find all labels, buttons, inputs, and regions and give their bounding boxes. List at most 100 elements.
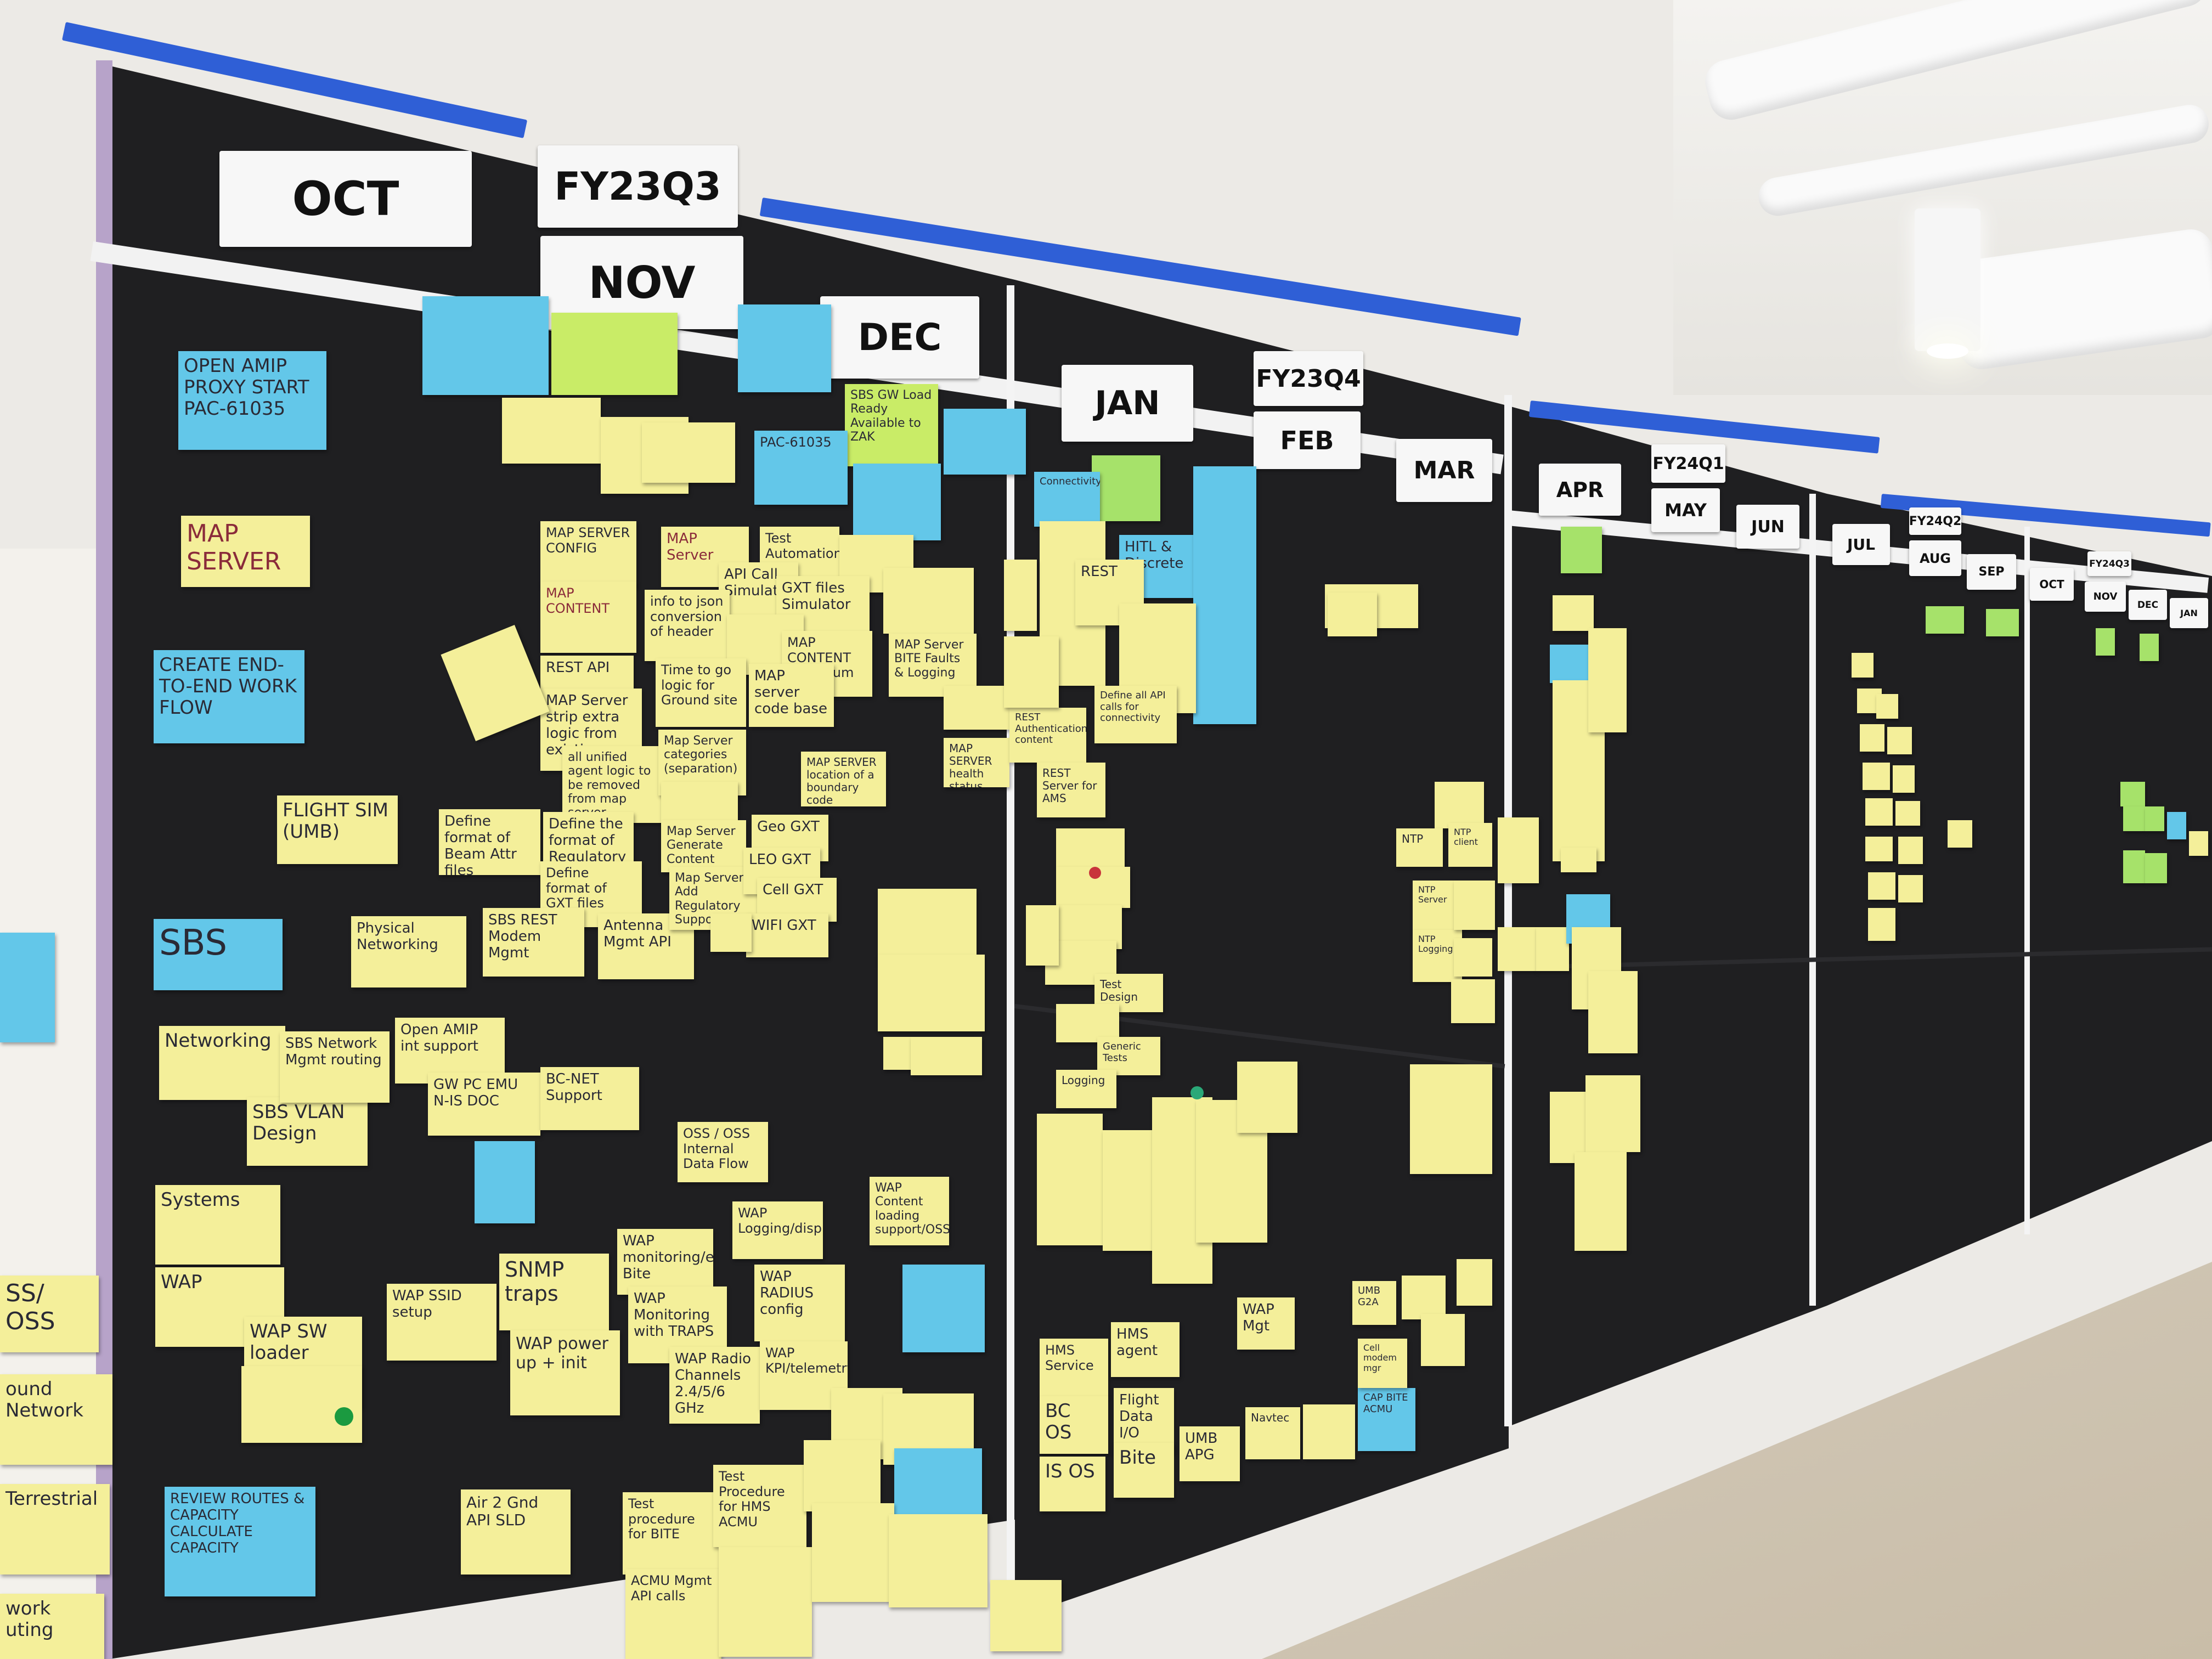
note-map-server-gen: Map Server Generate Content xyxy=(661,820,746,872)
note-ntp: NTP xyxy=(1396,828,1443,867)
note-sticky xyxy=(1553,595,1594,631)
note-cell-modem: Cell modem mgr xyxy=(1358,1339,1407,1388)
quarter-label-fy24q3: FY24Q3 xyxy=(2087,551,2131,576)
note-sticky xyxy=(1237,1062,1297,1133)
note-sticky xyxy=(1402,1276,1446,1319)
note-map-server-logic: all unified agent logic to be removed fr… xyxy=(562,746,664,823)
note-wap-ssid: WAP SSID setup xyxy=(387,1284,496,1361)
quarter-divider xyxy=(1504,395,1512,1426)
note-wap-mgt: WAP Mgt xyxy=(1237,1297,1295,1350)
note-map-content: MAP CONTENT xyxy=(540,582,636,653)
row-open-amip: OPEN AMIP PROXY START PAC-61035 xyxy=(178,351,326,450)
note-sticky xyxy=(1948,820,1972,848)
row-work-routing: work uting xyxy=(0,1594,104,1659)
note-sticky xyxy=(241,1366,362,1443)
note-wap-kpi: WAP KPI/telemetry xyxy=(760,1341,848,1410)
row-wap: WAP xyxy=(155,1267,284,1347)
note-sticky xyxy=(894,1448,982,1520)
note-sbs-network: SBS Network Mgmt routing xyxy=(280,1031,390,1103)
note-sticky xyxy=(804,1440,881,1511)
note-sbs-gw: SBS GW Load Ready Available to ZAK xyxy=(845,384,938,466)
quarter-label-fy23q4: FY23Q4 xyxy=(1254,351,1363,406)
note-sticky xyxy=(422,296,549,395)
note-sticky xyxy=(878,889,977,966)
note-sticky xyxy=(1004,560,1037,631)
row-oss: SS/ OSS xyxy=(0,1276,99,1352)
note-sticky xyxy=(2123,806,2145,831)
month-label-jul: JUL xyxy=(1832,524,1890,565)
note-map-server-health: MAP SERVER health status xyxy=(944,738,1009,787)
note-sticky xyxy=(1026,905,1059,966)
green-dot-marker xyxy=(335,1407,353,1426)
note-sticky xyxy=(878,955,985,1031)
note-umb-g2a: UMB G2A xyxy=(1352,1281,1396,1325)
note-sticky xyxy=(1536,927,1569,971)
row-terrestrial: Terrestrial xyxy=(0,1484,110,1575)
note-sticky xyxy=(661,782,738,820)
note-hms-agent: HMS agent xyxy=(1111,1322,1180,1377)
note-bc-net: BC-NET Support xyxy=(540,1067,639,1130)
note-logging: Logging xyxy=(1056,1070,1116,1108)
month-label-jan: JAN xyxy=(1062,365,1193,442)
note-sticky xyxy=(2145,853,2167,883)
note-sticky xyxy=(1893,765,1915,793)
month-label-jun: JUN xyxy=(1736,505,1799,549)
note-snmp: SNMP traps xyxy=(499,1254,609,1330)
month-label-dec: DEC xyxy=(820,296,979,379)
ceiling-lamp xyxy=(1915,208,1980,359)
note-sticky xyxy=(944,686,1009,730)
month-label-aug: AUG xyxy=(1909,540,1961,576)
note-sticky xyxy=(2120,782,2145,806)
quarter-label-fy24q2: FY24Q2 xyxy=(1909,507,1961,535)
row-networking: Networking xyxy=(159,1026,285,1100)
note-oss-internal: OSS / OSS Internal Data Flow xyxy=(678,1122,768,1182)
quarter-divider xyxy=(1007,285,1014,1591)
note-air-gnd: Air 2 Gnd API SLD xyxy=(461,1489,571,1575)
green-dot-marker xyxy=(1190,1086,1204,1099)
note-sticky xyxy=(642,422,735,483)
note-acmu-mgmt: ACMU Mgmt API calls xyxy=(625,1569,721,1659)
note-sticky xyxy=(1037,1114,1103,1245)
note-cap-bite: CAP BITE ACMU xyxy=(1358,1388,1415,1451)
note-time-to-go: Time to go logic for Ground site xyxy=(656,658,746,727)
month-label-apr: APR xyxy=(1539,464,1621,516)
note-sticky xyxy=(1498,817,1539,883)
month-label-oct-2: OCT xyxy=(2030,568,2074,601)
note-sticky xyxy=(1575,1152,1627,1251)
row-sbs-vlan: SBS VLAN Design xyxy=(247,1097,368,1166)
month-label-nov-2: NOV xyxy=(2085,582,2126,612)
note-sticky xyxy=(1868,908,1895,941)
note-sticky xyxy=(2096,628,2115,656)
note-sticky xyxy=(1860,724,1884,752)
note-physical-networking: Physical Networking xyxy=(351,916,466,988)
note-sticky xyxy=(812,1503,894,1602)
note-sticky xyxy=(1454,938,1492,977)
quarter-label-fy23q3: FY23Q3 xyxy=(538,145,738,228)
note-hms-service: HMS Service xyxy=(1040,1339,1108,1396)
note-ntp-client: NTP client xyxy=(1448,823,1492,867)
note-sticky xyxy=(551,313,678,395)
quarter-divider xyxy=(1809,494,1816,1306)
note-map-server-code: MAP server code base xyxy=(749,664,834,727)
month-label-feb: FEB xyxy=(1254,411,1361,469)
note-sticky xyxy=(1868,872,1895,900)
note-rest-auth: REST Authentication content xyxy=(1009,708,1086,763)
note-sticky xyxy=(883,568,974,634)
note-connectivity: Connectivity xyxy=(1034,472,1100,527)
row-systems: Systems xyxy=(155,1185,280,1265)
note-sticky xyxy=(1852,653,1874,678)
side-paper xyxy=(0,549,110,1659)
note-sticky xyxy=(2145,806,2164,831)
note-generic: Generic Tests xyxy=(1097,1037,1160,1075)
row-ground-network: ound Network xyxy=(0,1374,112,1465)
note-sticky xyxy=(1865,837,1893,861)
note-is-os: IS OS xyxy=(1040,1457,1105,1511)
note-sticky xyxy=(1193,466,1256,724)
note-sticky xyxy=(1451,979,1495,1023)
note-sticky xyxy=(475,1141,535,1223)
row-create-workflow: CREATE END-TO-END WORK FLOW xyxy=(154,650,304,743)
note-sticky xyxy=(911,1037,982,1075)
note-info-json: info to json conversion of header xyxy=(645,590,730,661)
note-sticky xyxy=(1435,782,1484,828)
note-wap-radio: WAP Radio Channels 2.4/5/6 GHz xyxy=(669,1347,760,1424)
